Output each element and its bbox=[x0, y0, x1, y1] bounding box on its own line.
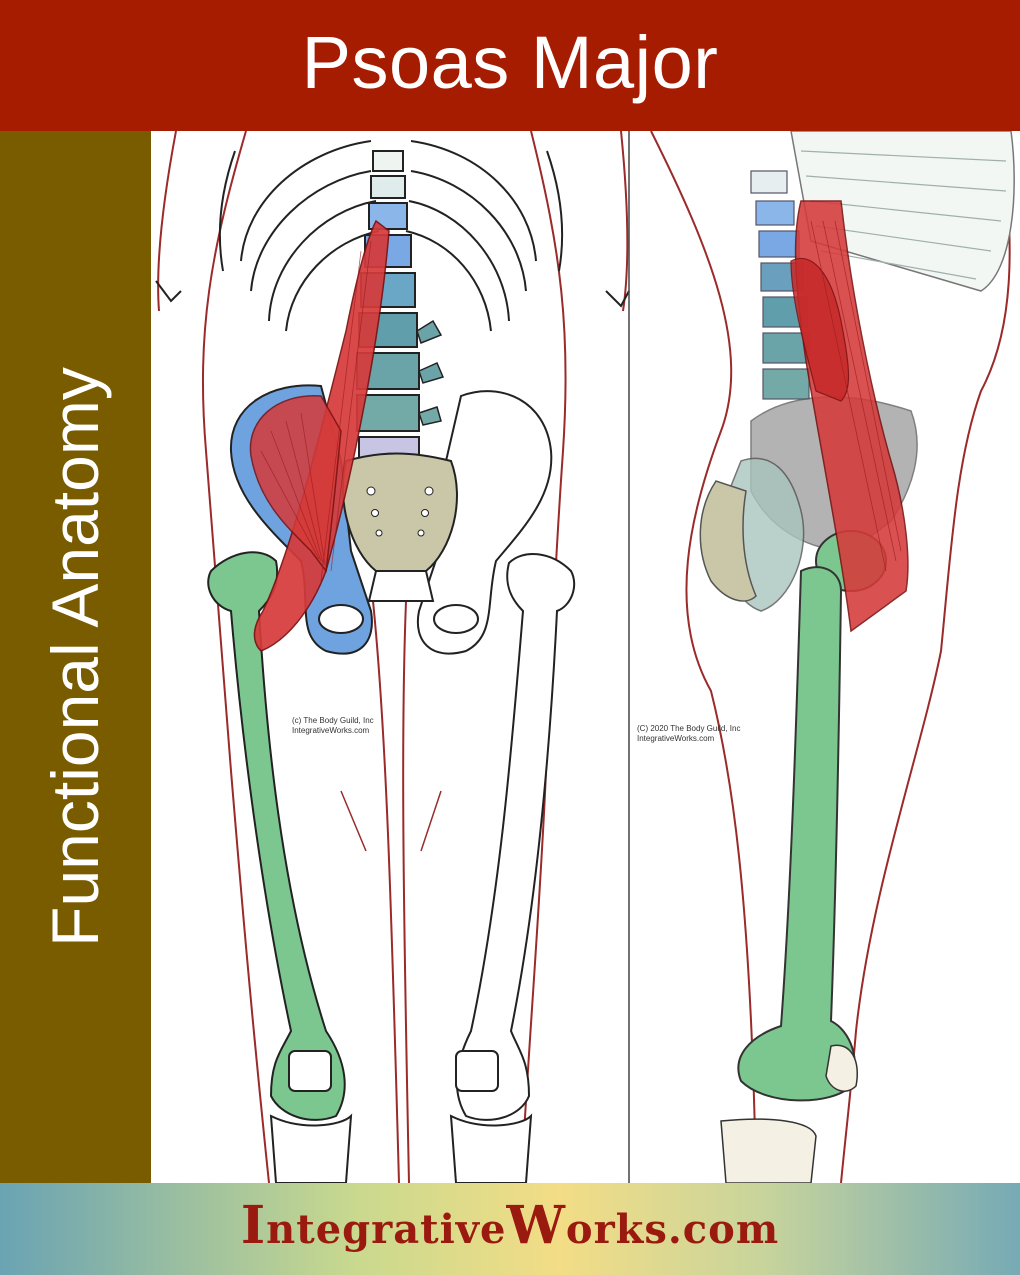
footer-banner: IntegrativeWorks.com bbox=[0, 1183, 1020, 1275]
anterior-right-femur bbox=[455, 552, 576, 1121]
anterior-view bbox=[155, 131, 630, 1183]
lateral-sacrum bbox=[699, 480, 757, 602]
brand-word-1: ntegrative bbox=[266, 1205, 507, 1253]
anterior-sacrum bbox=[341, 452, 458, 580]
brand-logo-text[interactable]: IntegrativeWorks.com bbox=[241, 1195, 779, 1256]
anterior-body-outline bbox=[157, 131, 629, 1183]
brand-letter-w: W bbox=[506, 1194, 566, 1256]
lateral-credit-line-2: IntegrativeWorks.com bbox=[637, 734, 715, 743]
anterior-left-femur bbox=[207, 551, 346, 1121]
anterior-credit-line-1: (c) The Body Guild, Inc bbox=[292, 716, 374, 725]
anterior-right-ilium bbox=[416, 390, 553, 655]
lateral-body-outline bbox=[650, 131, 1011, 1183]
header-banner: Psoas Major bbox=[0, 0, 1020, 131]
brand-letter-i: I bbox=[240, 1194, 267, 1256]
page-title: Psoas Major bbox=[301, 21, 719, 104]
lateral-credit-line-1: (C) 2020 The Body Guild, Inc bbox=[637, 724, 741, 733]
anterior-arms bbox=[155, 280, 630, 308]
anterior-credit-line-2: IntegrativeWorks.com bbox=[292, 726, 370, 735]
anterior-rib-cage bbox=[218, 140, 564, 332]
anterior-iliacus-muscle bbox=[249, 395, 342, 573]
anterior-credit: (c) The Body Guild, Inc IntegrativeWorks… bbox=[292, 716, 374, 736]
sidebar-banner: Functional Anatomy bbox=[0, 131, 151, 1183]
brand-word-2: orks.com bbox=[565, 1205, 780, 1253]
lateral-spine bbox=[750, 170, 810, 400]
lateral-view bbox=[650, 131, 1015, 1183]
anatomy-svg bbox=[155, 131, 1015, 1183]
lateral-credit: (C) 2020 The Body Guild, Inc Integrative… bbox=[637, 724, 740, 744]
sidebar-title: Functional Anatomy bbox=[38, 367, 112, 947]
anatomy-illustration: (c) The Body Guild, Inc IntegrativeWorks… bbox=[151, 131, 1020, 1183]
lateral-femur bbox=[737, 566, 856, 1102]
